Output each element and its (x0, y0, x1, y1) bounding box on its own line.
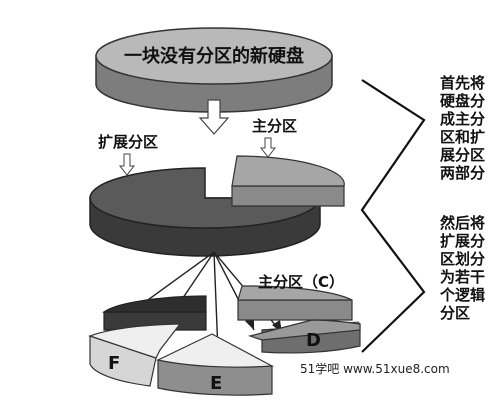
extended-partition-label: 扩展分区 (98, 133, 158, 151)
step1-line-2: 硬盘分 (440, 92, 485, 110)
drive-d-label: D (306, 330, 321, 351)
drive-f-label: F (108, 353, 120, 374)
logical-f-slice (88, 323, 182, 387)
step2-line-3: 区划分 (440, 250, 485, 268)
extended-label-arrow-icon (118, 153, 136, 176)
extended-partition-disk (89, 167, 321, 257)
down-arrow-icon (198, 99, 230, 135)
step2-line-4: 为若干 (440, 268, 485, 286)
logical-d-slice (247, 319, 361, 354)
logical-e-slice (156, 333, 275, 396)
step1-line-1: 首先将 (440, 74, 485, 92)
zigzag-brace (360, 79, 426, 353)
step1-line-5: 展分区 (440, 146, 485, 164)
drive-e-label: E (210, 373, 222, 394)
new-disk-label: 一块没有分区的新硬盘 (124, 45, 304, 67)
step1-line-6: 两部分 (440, 164, 485, 182)
step2-text: 然后将 扩展分 区划分 为若干 个逻辑 分区 (439, 214, 485, 322)
primary-c-label: 主分区（C） (258, 273, 344, 291)
step2-line-1: 然后将 (440, 214, 485, 232)
step1-line-3: 成主分 (440, 110, 485, 128)
step1-text: 首先将 硬盘分 成主分 区和扩 展分区 两部分 (440, 74, 485, 182)
logical-slice-back (102, 295, 207, 331)
new-disk: 一块没有分区的新硬盘 (95, 27, 333, 113)
step2-line-5: 个逻辑 (439, 286, 485, 304)
step1-line-4: 区和扩 (440, 128, 485, 146)
step2-line-2: 扩展分 (440, 232, 485, 250)
watermark: 51学吧 www.51xue8.com (300, 361, 450, 376)
primary-c-slice (237, 285, 353, 321)
step2-line-6: 分区 (440, 304, 470, 322)
primary-partition-slice (231, 155, 345, 207)
primary-partition-label: 主分区 (252, 117, 297, 135)
primary-label-arrow-icon (259, 137, 277, 158)
